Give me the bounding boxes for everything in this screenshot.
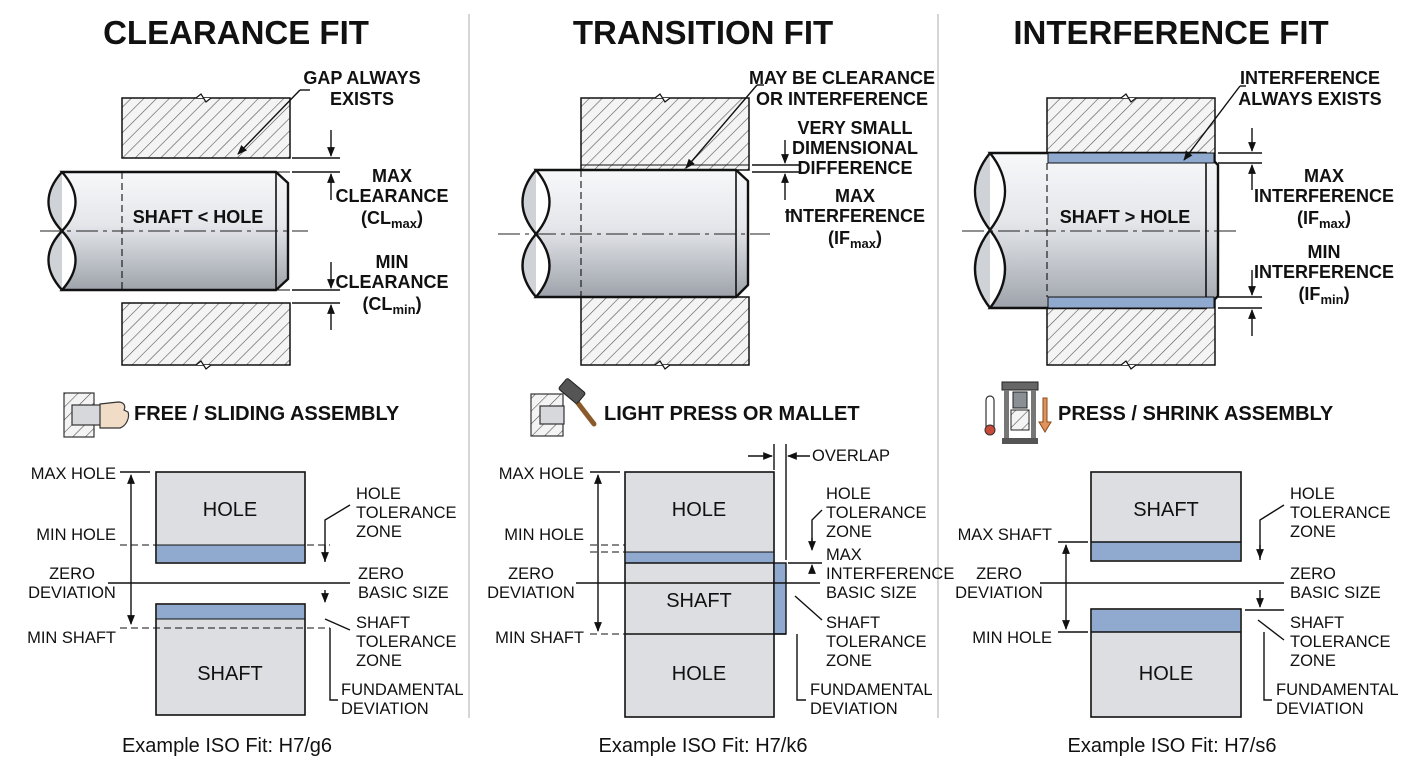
svg-text:SHAFT: SHAFT bbox=[1290, 614, 1344, 632]
svg-text:TOLERANCE: TOLERANCE bbox=[356, 633, 457, 651]
svg-text:(CLmin): (CLmin) bbox=[362, 294, 421, 317]
svg-text:BASIC SIZE: BASIC SIZE bbox=[1290, 584, 1381, 602]
panel-title: CLEARANCE FIT bbox=[103, 14, 369, 51]
svg-text:DEVIATION: DEVIATION bbox=[487, 584, 575, 602]
svg-text:HOLE: HOLE bbox=[356, 485, 401, 503]
svg-text:MIN: MIN bbox=[376, 252, 409, 272]
svg-text:ZONE: ZONE bbox=[826, 523, 872, 541]
svg-text:BASIC SIZE: BASIC SIZE bbox=[358, 584, 449, 602]
svg-text:MAX: MAX bbox=[1304, 166, 1344, 186]
svg-text:ZERO: ZERO bbox=[1290, 565, 1336, 583]
panel-clearance: CLEARANCE FIT SHAFT < HOLE GAP ALWAYS EX… bbox=[27, 14, 463, 757]
panel-title: INTERFERENCE FIT bbox=[1013, 14, 1328, 51]
svg-text:SHAFT: SHAFT bbox=[356, 614, 410, 632]
svg-text:ZONE: ZONE bbox=[356, 523, 402, 541]
svg-text:SHAFT: SHAFT bbox=[197, 663, 263, 685]
svg-text:TOLERANCE: TOLERANCE bbox=[826, 504, 927, 522]
assembly-label: PRESS / SHRINK ASSEMBLY bbox=[1058, 403, 1334, 425]
svg-text:(IFmax): (IFmax) bbox=[828, 228, 882, 251]
shaft-label: SHAFT < HOLE bbox=[133, 207, 264, 227]
svg-text:ZONE: ZONE bbox=[1290, 523, 1336, 541]
example-fit: Example ISO Fit: H7/k6 bbox=[599, 735, 808, 757]
svg-text:ZERO: ZERO bbox=[976, 565, 1022, 583]
svg-text:DEVIATION: DEVIATION bbox=[955, 584, 1043, 602]
svg-text:MIN: MIN bbox=[1308, 242, 1341, 262]
svg-text:TOLERANCE: TOLERANCE bbox=[1290, 633, 1391, 651]
example-fit: Example ISO Fit: H7/g6 bbox=[122, 735, 332, 757]
svg-text:INTERFERENCE: INTERFERENCE bbox=[1240, 68, 1380, 88]
svg-text:VERY SMALL: VERY SMALL bbox=[797, 118, 912, 138]
svg-text:ZERO: ZERO bbox=[358, 565, 404, 583]
svg-text:ZONE: ZONE bbox=[826, 652, 872, 670]
svg-text:ZONE: ZONE bbox=[356, 652, 402, 670]
svg-text:TOLERANCE: TOLERANCE bbox=[1290, 504, 1391, 522]
svg-text:MIN HOLE: MIN HOLE bbox=[504, 526, 584, 544]
press-icon bbox=[984, 381, 1052, 444]
svg-text:FUNDAMENTAL: FUNDAMENTAL bbox=[341, 681, 464, 699]
svg-text:GAP ALWAYS: GAP ALWAYS bbox=[303, 68, 420, 88]
svg-text:ZONE: ZONE bbox=[1290, 652, 1336, 670]
svg-text:INTERFERENCE: INTERFERENCE bbox=[1254, 186, 1394, 206]
panel-interference: INTERFERENCE FIT SHAFT > HOLE INTERFEREN… bbox=[955, 14, 1398, 757]
svg-text:TOLERANCE: TOLERANCE bbox=[356, 504, 457, 522]
svg-text:MIN SHAFT: MIN SHAFT bbox=[27, 629, 116, 647]
svg-text:MAX HOLE: MAX HOLE bbox=[499, 465, 584, 483]
tolerance-zone-diagram: HOLE SHAFT MAX HOLE MIN HOLE ZERO DEVIAT… bbox=[27, 465, 463, 718]
svg-text:EXISTS: EXISTS bbox=[330, 89, 394, 109]
svg-text:MAX: MAX bbox=[826, 546, 862, 564]
svg-text:MIN SHAFT: MIN SHAFT bbox=[495, 629, 584, 647]
svg-text:MAX: MAX bbox=[372, 166, 412, 186]
svg-text:ZERO: ZERO bbox=[508, 565, 554, 583]
svg-text:FUNDAMENTAL: FUNDAMENTAL bbox=[810, 681, 933, 699]
tolerance-zone-diagram: SHAFT HOLE MAX SHAFT ZERO DEVIATION MIN … bbox=[955, 471, 1399, 718]
svg-text:MAY BE CLEARANCE: MAY BE CLEARANCE bbox=[749, 68, 935, 88]
svg-text:OR INTERFERENCE: OR INTERFERENCE bbox=[756, 89, 928, 109]
svg-text:INTERFERENCE: INTERFERENCE bbox=[826, 565, 954, 583]
svg-text:HOLE: HOLE bbox=[672, 499, 726, 521]
svg-text:DIMENSIONAL: DIMENSIONAL bbox=[792, 138, 918, 158]
svg-text:ZERO: ZERO bbox=[49, 565, 95, 583]
svg-text:DEVIATION: DEVIATION bbox=[28, 584, 116, 602]
svg-text:OVERLAP: OVERLAP bbox=[812, 447, 890, 465]
assembly-label: FREE / SLIDING ASSEMBLY bbox=[134, 403, 400, 425]
svg-text:MAX: MAX bbox=[835, 186, 875, 206]
panel-title: TRANSITION FIT bbox=[573, 14, 833, 51]
svg-text:DEVIATION: DEVIATION bbox=[341, 700, 429, 718]
mallet-icon bbox=[530, 378, 597, 437]
svg-text:DEVIATION: DEVIATION bbox=[1276, 700, 1364, 718]
svg-text:TOLERANCE: TOLERANCE bbox=[826, 633, 927, 651]
svg-text:CLEARANCE: CLEARANCE bbox=[335, 272, 448, 292]
svg-text:DEVIATION: DEVIATION bbox=[810, 700, 898, 718]
svg-text:MIN HOLE: MIN HOLE bbox=[36, 526, 116, 544]
shaft-label: SHAFT > HOLE bbox=[1060, 207, 1191, 227]
svg-text:MAX SHAFT: MAX SHAFT bbox=[958, 526, 1052, 544]
svg-text:HOLE: HOLE bbox=[826, 485, 871, 503]
svg-text:FUNDAMENTAL: FUNDAMENTAL bbox=[1276, 681, 1399, 699]
svg-text:DIFFERENCE: DIFFERENCE bbox=[797, 158, 912, 178]
example-fit: Example ISO Fit: H7/s6 bbox=[1068, 735, 1277, 757]
assembly-label: LIGHT PRESS OR MALLET bbox=[604, 403, 860, 425]
svg-text:SHAFT: SHAFT bbox=[1133, 499, 1199, 521]
tolerance-zone-diagram: HOLE SHAFT HOLE OVERLAP MAX HOLE MIN HOL… bbox=[487, 444, 954, 718]
svg-text:HOLE: HOLE bbox=[672, 663, 726, 685]
svg-text:(CLmax): (CLmax) bbox=[361, 208, 423, 231]
svg-text:MAX HOLE: MAX HOLE bbox=[31, 465, 116, 483]
svg-text:ALWAYS EXISTS: ALWAYS EXISTS bbox=[1238, 89, 1381, 109]
svg-text:INTERFERENCE: INTERFERENCE bbox=[1254, 262, 1394, 282]
svg-text:HOLE: HOLE bbox=[203, 499, 257, 521]
svg-text:HOLE: HOLE bbox=[1290, 485, 1335, 503]
svg-text:MIN HOLE: MIN HOLE bbox=[972, 629, 1052, 647]
svg-text:INTERFERENCE: INTERFERENCE bbox=[785, 206, 925, 226]
sliding-hand-icon bbox=[63, 392, 130, 438]
svg-text:(IFmin): (IFmin) bbox=[1298, 284, 1349, 307]
shaft bbox=[973, 151, 1220, 310]
svg-text:SHAFT: SHAFT bbox=[666, 590, 732, 612]
svg-text:HOLE: HOLE bbox=[1139, 663, 1193, 685]
panel-transition: TRANSITION FIT MAY BE CLEARANCE OR INTER… bbox=[487, 14, 954, 757]
svg-text:SHAFT: SHAFT bbox=[826, 614, 880, 632]
svg-text:BASIC SIZE: BASIC SIZE bbox=[826, 584, 917, 602]
svg-text:(IFmax): (IFmax) bbox=[1297, 208, 1351, 231]
svg-text:CLEARANCE: CLEARANCE bbox=[335, 186, 448, 206]
